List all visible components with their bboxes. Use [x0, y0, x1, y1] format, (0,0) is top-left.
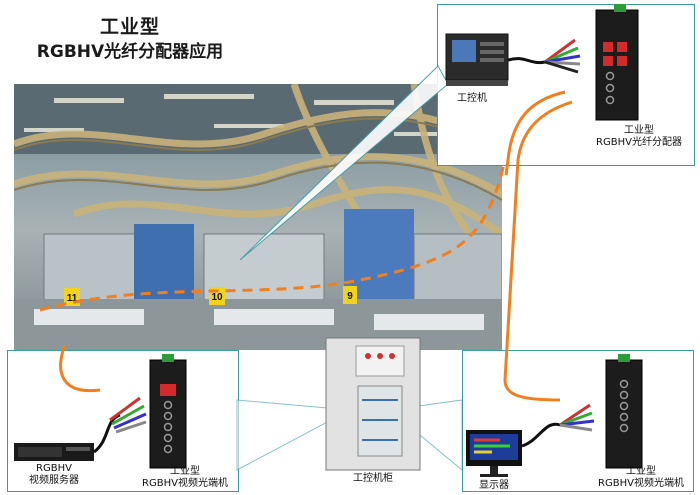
label-display: 显示器 — [479, 480, 509, 491]
label-splitter-line1: 工业型 — [624, 125, 654, 136]
display-monitor — [466, 430, 522, 477]
rgb-cable-ipc — [507, 57, 546, 65]
video-server — [14, 443, 94, 461]
label-transmitter-line1: 工业型 — [170, 466, 200, 477]
diagram-subtitle: RGBHV光纤分配器应用 — [36, 42, 224, 62]
conveyor-rails — [14, 117, 502, 201]
transmitter-device — [149, 354, 187, 469]
bnc-connectors-server — [109, 396, 147, 434]
label-receiver-line2: RGBHV视频光端机 — [598, 478, 684, 489]
marker-label: 10 — [211, 292, 223, 303]
control-cabinet — [325, 337, 421, 471]
marker-label: 11 — [67, 293, 78, 304]
receiver-device — [605, 354, 643, 469]
industrial-pc — [445, 33, 509, 86]
fiber-to-transmitter — [59, 344, 101, 393]
label-splitter-line2: RGBHV光纤分配器 — [596, 137, 682, 148]
factory-scene: 11 10 9 — [14, 84, 502, 350]
bnc-connectors-ipc — [544, 38, 581, 74]
label-server-line1: RGBHV — [36, 463, 72, 474]
label-transmitter-line2: RGBHV视频光端机 — [142, 478, 228, 489]
rgb-cable-display — [521, 422, 561, 448]
bnc-connectors-receiver — [559, 403, 595, 432]
transmitter-panel — [7, 350, 239, 492]
fiber-route-dashed — [39, 159, 507, 312]
overhead-conveyors — [14, 84, 502, 257]
label-receiver-line1: 工业型 — [626, 466, 656, 477]
receiver-panel — [462, 350, 694, 492]
production-line — [34, 309, 484, 330]
label-ipc: 工控机 — [457, 93, 487, 104]
ipc-callout — [239, 65, 449, 261]
label-server-line2: 视频服务器 — [29, 475, 79, 486]
cabinet-callout-left — [236, 399, 352, 471]
label-cabinet: 工控机柜 — [353, 473, 393, 484]
diagram-title: 工业型 — [99, 16, 160, 38]
fiber-splitter-device — [595, 4, 639, 121]
ceiling-lights — [24, 94, 464, 136]
marker-label: 9 — [347, 291, 353, 302]
machine-marker-9: 9 — [343, 286, 357, 304]
fiber-to-receiver — [503, 100, 573, 402]
factory-photo: 11 10 9 — [14, 84, 502, 350]
fiber-splitter-out-1 — [504, 90, 566, 176]
